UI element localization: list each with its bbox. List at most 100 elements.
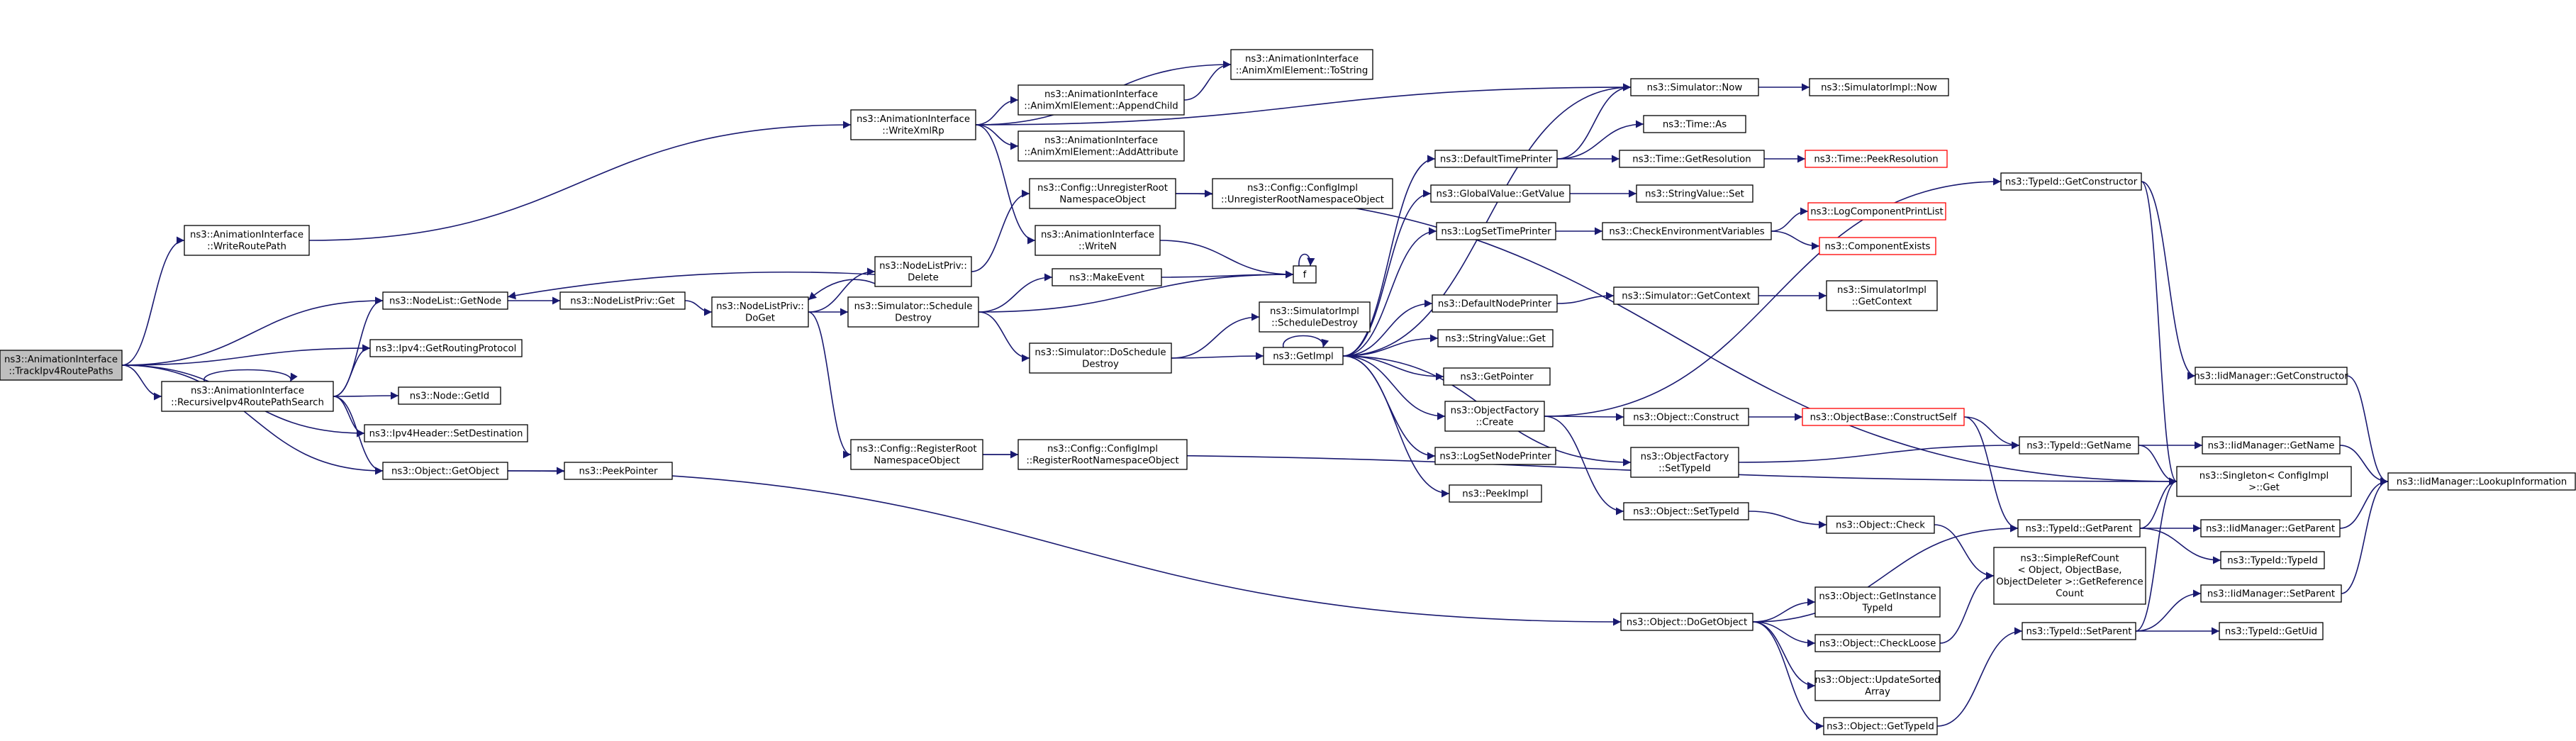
node-box: [1623, 408, 1749, 426]
graph-node-defaulttimeprinter[interactable]: ns3::DefaultTimePrinter: [1434, 150, 1558, 168]
node-box: [1449, 484, 1542, 503]
node-label: ns3::SimulatorImpl: [1270, 306, 1359, 317]
graph-node-getpointer[interactable]: ns3::GetPointer: [1443, 367, 1551, 386]
graph-node-addattribute[interactable]: ns3::AnimationInterface::AnimXmlElement:…: [1017, 130, 1185, 162]
graph-node-simimplscheduledestroy[interactable]: ns3::SimulatorImpl::ScheduleDestroy: [1259, 301, 1371, 333]
node-label: ns3::TypeId::GetConstructor: [2005, 177, 2138, 187]
edge-appendchild-to-tostring: [1183, 60, 1232, 101]
graph-node-defaultnodeprinter[interactable]: ns3::DefaultNodePrinter: [1432, 294, 1558, 313]
graph-node-timepeekresolution[interactable]: ns3::Time::PeekResolution: [1805, 150, 1948, 168]
graph-node-timeas[interactable]: ns3::Time::As: [1643, 115, 1746, 133]
graph-node-stringvalueset[interactable]: ns3::StringValue::Set: [1636, 184, 1753, 203]
graph-node-checkenv[interactable]: ns3::CheckEnvironmentVariables: [1602, 222, 1772, 240]
edge-root-to-recursive: [121, 364, 162, 401]
graph-node-makeevent[interactable]: ns3::MakeEvent: [1052, 268, 1162, 286]
graph-node-getobject[interactable]: ns3::Object::GetObject: [382, 462, 508, 480]
graph-node-configimplregister[interactable]: ns3::Config::ConfigImpl::RegisterRootNam…: [1017, 439, 1188, 470]
graph-node-iidgetparent[interactable]: ns3::IidManager::GetParent: [2200, 519, 2341, 537]
graph-node-appendchild[interactable]: ns3::AnimationInterface::AnimXmlElement:…: [1017, 84, 1185, 116]
graph-node-registerroot[interactable]: ns3::Config::RegisterRootNamespaceObject: [850, 439, 983, 470]
graph-node-typeidgetparent[interactable]: ns3::TypeId::GetParent: [2017, 519, 2141, 537]
graph-node-setdestination[interactable]: ns3::Ipv4Header::SetDestination: [364, 424, 528, 442]
graph-node-typeidgetname[interactable]: ns3::TypeId::GetName: [2019, 436, 2139, 455]
node-label: ns3::PeekImpl: [1462, 489, 1528, 499]
graph-node-writeroutepath[interactable]: ns3::AnimationInterface::WriteRoutePath: [184, 225, 310, 256]
node-box: [1434, 150, 1558, 168]
graph-node-simplerefcount[interactable]: ns3::SimpleRefCount< Object, ObjectBase,…: [1993, 547, 2146, 605]
graph-node-nodelistgetnode[interactable]: ns3::NodeList::GetNode: [382, 291, 508, 310]
node-label: ns3::Object::SetTypeId: [1633, 506, 1739, 517]
graph-node-lognodeprinter[interactable]: ns3::LogSetNodePrinter: [1434, 447, 1556, 465]
graph-node-typeidgetuid[interactable]: ns3::TypeId::GetUid: [2219, 622, 2324, 640]
node-label: NamespaceObject: [1059, 195, 1146, 206]
node-box: [1814, 634, 1941, 652]
edge-objectfactorycreate-to-typeidgetconstructor: [1544, 177, 2002, 417]
node-box: [1619, 150, 1765, 168]
graph-node-writen[interactable]: ns3::AnimationInterface::WriteN: [1035, 225, 1161, 256]
node-box: [1434, 447, 1556, 465]
graph-node-recursive[interactable]: ns3::AnimationInterface::RecursiveIpv4Ro…: [161, 381, 334, 412]
node-label: ns3::ObjectBase::ConstructSelf: [1810, 412, 1957, 423]
graph-node-simgetcontext[interactable]: ns3::Simulator::GetContext: [1613, 286, 1759, 305]
graph-node-configimplunregister[interactable]: ns3::Config::ConfigImpl::UnregisterRootN…: [1212, 178, 1393, 209]
graph-node-checkloose[interactable]: ns3::Object::CheckLoose: [1814, 634, 1941, 652]
graph-node-dogetobject[interactable]: ns3::Object::DoGetObject: [1620, 613, 1753, 631]
graph-node-simnow[interactable]: ns3::Simulator::Now: [1630, 78, 1759, 96]
graph-node-tostring[interactable]: ns3::AnimationInterface::AnimXmlElement:…: [1230, 49, 1373, 80]
graph-node-f[interactable]: f: [1293, 265, 1317, 284]
graph-node-simimplgetcontext[interactable]: ns3::SimulatorImpl::GetContext: [1826, 280, 1938, 311]
graph-node-componentexists[interactable]: ns3::ComponentExists: [1819, 237, 1936, 255]
node-label: Array: [1865, 687, 1890, 698]
edge-recursive-to-getroutingprotocol: [333, 344, 371, 397]
graph-node-scheduledestroy[interactable]: ns3::Simulator::ScheduleDestroy: [847, 296, 979, 328]
graph-node-nodelistprivget[interactable]: ns3::NodeListPriv::Get: [559, 291, 686, 310]
graph-node-objectsettypeid[interactable]: ns3::Object::SetTypeId: [1623, 502, 1749, 520]
graph-node-iidgetconstructor[interactable]: ns3::IidManager::GetConstructor: [2194, 367, 2348, 385]
graph-node-nodelistprivdelete[interactable]: ns3::NodeListPriv::Delete: [874, 256, 972, 287]
graph-node-writexmlrp[interactable]: ns3::AnimationInterface::WriteXmlRp: [850, 109, 976, 140]
graph-node-globalvaluegetvalue[interactable]: ns3::GlobalValue::GetValue: [1430, 184, 1571, 203]
graph-node-constructself[interactable]: ns3::ObjectBase::ConstructSelf: [1802, 408, 1965, 426]
graph-node-timegetresolution[interactable]: ns3::Time::GetResolution: [1619, 150, 1765, 168]
edge-writexmlrp-to-writen: [975, 124, 1036, 245]
graph-node-typeidtypeid[interactable]: ns3::TypeId::TypeId: [2220, 551, 2325, 569]
graph-node-typeidgetconstructor[interactable]: ns3::TypeId::GetConstructor: [2000, 172, 2142, 191]
edge-getimpl-to-defaultnodeprinter: [1342, 299, 1433, 357]
graph-node-singletonget[interactable]: ns3::Singleton< ConfigImpl>::Get: [2176, 466, 2352, 497]
graph-node-stringvalueget[interactable]: ns3::StringValue::Get: [1437, 329, 1554, 347]
graph-node-iidgetname[interactable]: ns3::IidManager::GetName: [2202, 436, 2341, 455]
node-box: [1630, 78, 1759, 96]
edge-getimpl-to-simnow: [1342, 83, 1632, 357]
node-label: ns3::TypeId::GetParent: [2026, 523, 2133, 534]
graph-node-iidlookupinfo[interactable]: ns3::IidManager::LookupInformation: [2387, 472, 2576, 491]
graph-node-nodelistprivdoget[interactable]: ns3::NodeListPriv::DoGet: [711, 296, 809, 328]
graph-node-getroutingprotocol[interactable]: ns3::Ipv4::GetRoutingProtocol: [369, 339, 523, 357]
graph-node-simimplnow[interactable]: ns3::SimulatorImpl::Now: [1809, 78, 1949, 96]
edge-defaulttimeprinter-to-simnow: [1556, 83, 1632, 160]
graph-node-logcomponentprintlist[interactable]: ns3::LogComponentPrintList: [1807, 202, 1946, 221]
graph-node-typeidsetparent[interactable]: ns3::TypeId::SetParent: [2022, 622, 2136, 640]
edge-typeidgetparent-to-singletonget: [2139, 477, 2178, 529]
graph-node-unregisterroot[interactable]: ns3::Config::UnregisterRootNamespaceObje…: [1029, 178, 1176, 209]
node-label: ns3::GlobalValue::GetValue: [1437, 189, 1565, 199]
node-label: ns3::TypeId::TypeId: [2227, 555, 2318, 566]
graph-node-objectfactorysettypeid[interactable]: ns3::ObjectFactory::SetTypeId: [1630, 447, 1739, 478]
graph-node-objectconstruct[interactable]: ns3::Object::Construct: [1623, 408, 1749, 426]
graph-node-getimpl[interactable]: ns3::GetImpl: [1263, 347, 1344, 365]
graph-node-iidsetparent[interactable]: ns3::IidManager::SetParent: [2200, 584, 2342, 603]
node-label: ns3::TypeId::SetParent: [2026, 626, 2131, 637]
graph-node-logsettimeprinter[interactable]: ns3::LogSetTimePrinter: [1436, 222, 1556, 240]
graph-node-objectgettypeid[interactable]: ns3::Object::GetTypeId: [1823, 717, 1938, 735]
graph-node-peekpointer[interactable]: ns3::PeekPointer: [564, 462, 673, 480]
graph-node-nodegetid[interactable]: ns3::Node::GetId: [398, 386, 501, 405]
node-box: [1826, 516, 1935, 534]
graph-node-objectfactorycreate[interactable]: ns3::ObjectFactory::Create: [1444, 401, 1545, 432]
graph-node-peekimpl[interactable]: ns3::PeekImpl: [1449, 484, 1542, 503]
node-label: Destroy: [895, 313, 932, 324]
node-box: [1630, 447, 1739, 478]
graph-node-root[interactable]: ns3::AnimationInterface::TrackIpv4RouteP…: [0, 350, 123, 381]
graph-node-objectcheck[interactable]: ns3::Object::Check: [1826, 516, 1935, 534]
